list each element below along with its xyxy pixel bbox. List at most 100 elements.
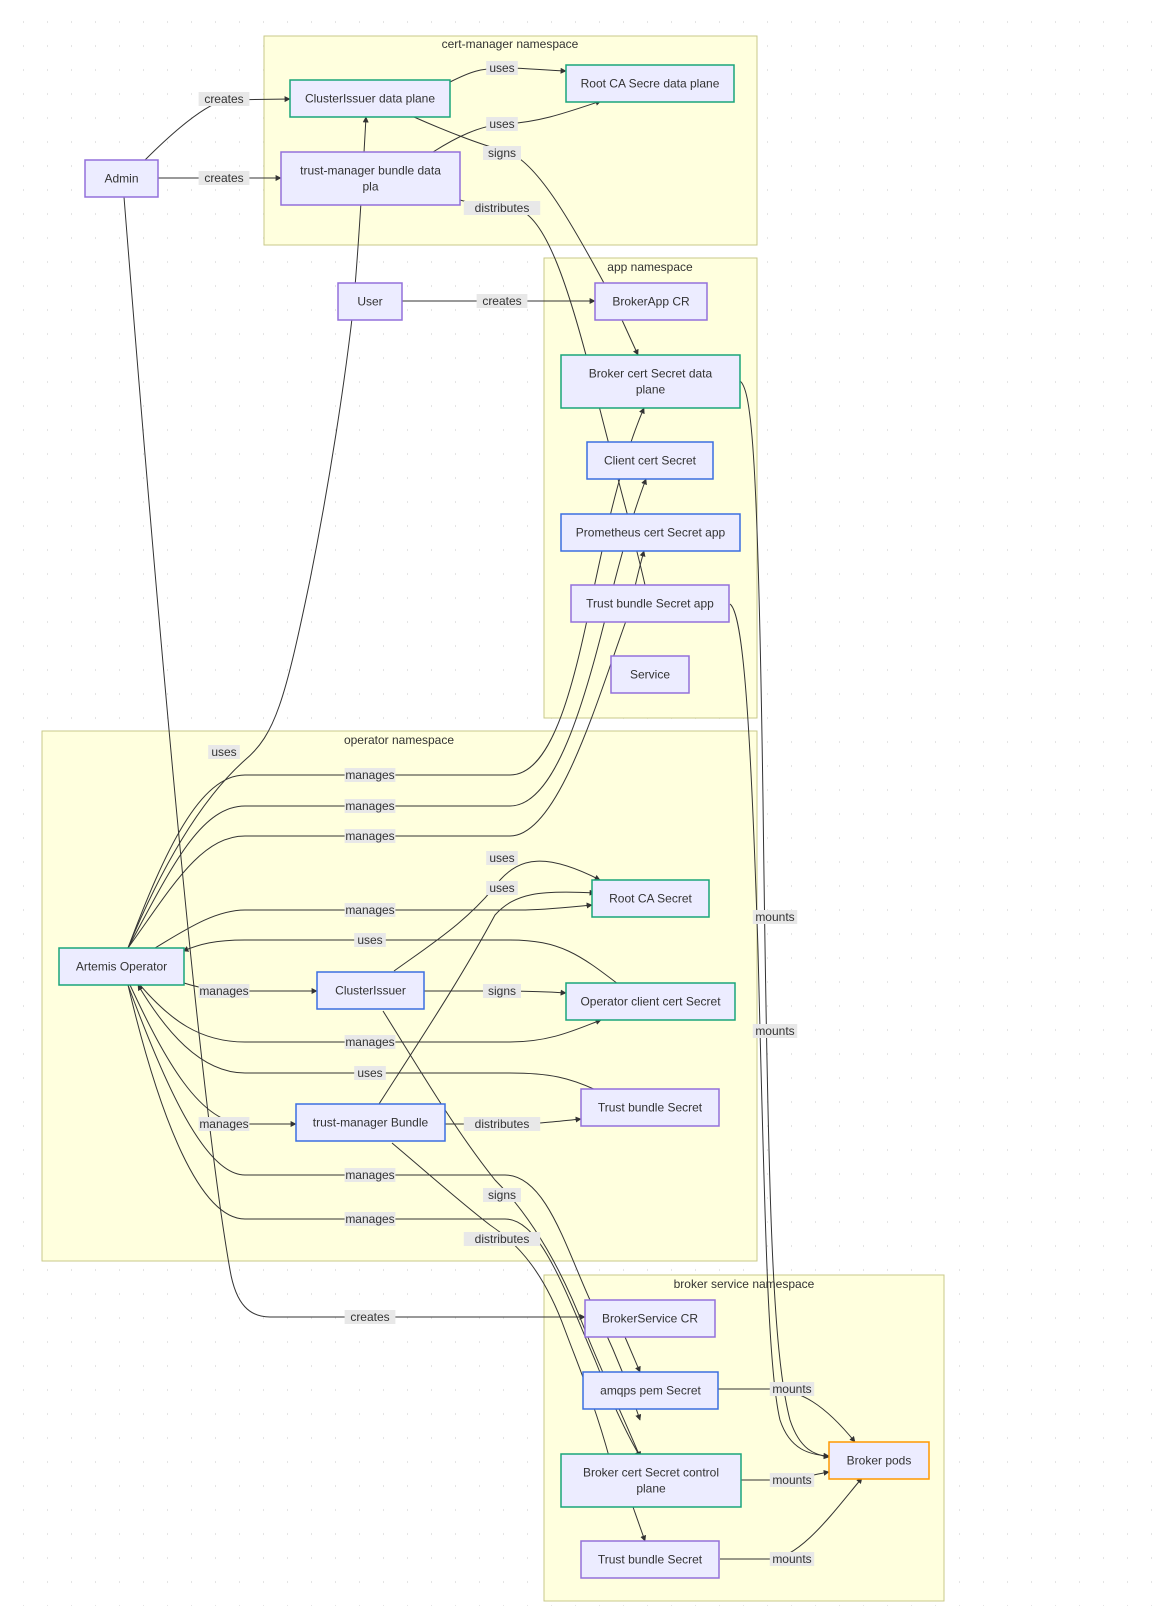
node-tbs-app[interactable]: Trust bundle Secret app: [570, 584, 730, 623]
node-label: Service: [630, 668, 670, 682]
node-amqps[interactable]: amqps pem Secret: [582, 1371, 719, 1410]
node-label: Trust bundle Secret: [598, 1553, 703, 1567]
node-box[interactable]: [560, 513, 741, 552]
edge-label-background: [344, 768, 396, 782]
node-box[interactable]: [560, 354, 741, 409]
node-rootca-dp[interactable]: Root CA Secre data plane: [565, 64, 735, 103]
node-occs[interactable]: Operator client cert Secret: [565, 982, 736, 1021]
edge-label-background: [344, 1310, 396, 1324]
node-label: Client cert Secret: [604, 454, 697, 468]
edge-label-background: [483, 1188, 521, 1202]
edge-label-background: [354, 1066, 386, 1080]
edge-label-background: [483, 146, 521, 160]
edge-label-background: [198, 1117, 250, 1131]
node-label: Broker cert Secret control: [583, 1466, 719, 1480]
edge-label-text: manages: [345, 1035, 394, 1049]
node-user[interactable]: User: [337, 282, 403, 321]
edge-label-text: mounts: [772, 1473, 811, 1487]
node-box[interactable]: [295, 1103, 446, 1142]
node-box[interactable]: [591, 879, 710, 918]
node-label: Operator client cert Secret: [580, 995, 721, 1009]
edge-label-background: [344, 1035, 396, 1049]
node-label: BrokerApp CR: [612, 295, 690, 309]
edge-label-background: [769, 1552, 815, 1566]
edge-label-background: [344, 1212, 396, 1226]
edge-label-background: [344, 829, 396, 843]
node-operator[interactable]: Artemis Operator: [58, 947, 185, 986]
edge-label-text: uses: [489, 117, 514, 131]
node-box[interactable]: [58, 947, 185, 986]
node-ci-dp[interactable]: ClusterIssuer data plane: [289, 79, 451, 118]
node-box[interactable]: [316, 971, 425, 1010]
node-tbs-op[interactable]: Trust bundle Secret: [580, 1088, 720, 1127]
edge-label: distributes: [463, 1232, 541, 1246]
node-client[interactable]: Client cert Secret: [586, 441, 714, 480]
node-box[interactable]: [610, 655, 690, 694]
node-box[interactable]: [828, 1441, 930, 1480]
edge-brokerapp-to-broker-cert-dp: [621, 319, 639, 356]
node-brokerapp[interactable]: BrokerApp CR: [594, 282, 708, 321]
edge-trust-manager-bundle-uses-root-ca: [378, 889, 596, 1105]
node-box[interactable]: [580, 1540, 720, 1579]
edge-label: uses: [354, 1066, 386, 1080]
node-bscr[interactable]: BrokerService CR: [584, 1299, 716, 1338]
node-box[interactable]: [570, 584, 730, 623]
node-box[interactable]: [280, 151, 461, 206]
node-label: ClusterIssuer data plane: [305, 92, 435, 106]
node-box[interactable]: [584, 1299, 716, 1338]
edge-label: signs: [483, 984, 521, 998]
edge-label: creates: [198, 92, 250, 106]
node-box[interactable]: [289, 79, 451, 118]
node-label: Prometheus cert Secret app: [576, 526, 726, 540]
node-pods[interactable]: Broker pods: [828, 1441, 930, 1480]
edge-label-text: mounts: [755, 1024, 794, 1038]
node-label: Trust bundle Secret app: [586, 597, 714, 611]
node-box[interactable]: [565, 64, 735, 103]
node-box[interactable]: [582, 1371, 719, 1410]
edge-admin-creates-brokerservice-cr: [123, 196, 586, 1320]
edge-label-background: [344, 799, 396, 813]
edge-label: mounts: [769, 1473, 815, 1487]
edge-label: uses: [354, 933, 386, 947]
edge-label-text: distributes: [475, 201, 530, 215]
edge-label: manages: [344, 1212, 396, 1226]
node-box[interactable]: [560, 1453, 742, 1508]
edge-label-text: manages: [199, 984, 248, 998]
edge-label-background: [752, 910, 798, 924]
node-prom[interactable]: Prometheus cert Secret app: [560, 513, 741, 552]
namespace-title: cert-manager namespace: [442, 37, 579, 51]
node-admin[interactable]: Admin: [84, 159, 159, 198]
edge-label-text: uses: [357, 1066, 382, 1080]
edge-label-text: manages: [345, 768, 394, 782]
node-label: Broker pods: [847, 1454, 912, 1468]
edge-label-background: [486, 61, 518, 75]
edge-label-background: [486, 117, 518, 131]
node-box[interactable]: [594, 282, 708, 321]
edge-label: manages: [198, 1117, 250, 1131]
node-tmb[interactable]: trust-manager Bundle: [295, 1103, 446, 1142]
node-service[interactable]: Service: [610, 655, 690, 694]
node-box[interactable]: [586, 441, 714, 480]
node-rootca[interactable]: Root CA Secret: [591, 879, 710, 918]
node-label: trust-manager bundle data: [300, 164, 441, 178]
edge-label-text: uses: [489, 61, 514, 75]
edge-label: uses: [486, 881, 518, 895]
node-box[interactable]: [580, 1088, 720, 1127]
edge-label: uses: [486, 117, 518, 131]
node-box[interactable]: [565, 982, 736, 1021]
edge-label-text: distributes: [475, 1117, 530, 1131]
edge-label-text: creates: [204, 171, 243, 185]
edge-label: creates: [344, 1310, 396, 1324]
node-tbs-bs[interactable]: Trust bundle Secret: [580, 1540, 720, 1579]
namespace-title: operator namespace: [344, 733, 454, 747]
node-box[interactable]: [337, 282, 403, 321]
edge-operator-manages-root-ca: [154, 902, 593, 949]
node-box[interactable]: [84, 159, 159, 198]
edge-label: uses: [208, 745, 240, 759]
node-ci[interactable]: ClusterIssuer: [316, 971, 425, 1010]
edge-label-background: [463, 1117, 541, 1131]
